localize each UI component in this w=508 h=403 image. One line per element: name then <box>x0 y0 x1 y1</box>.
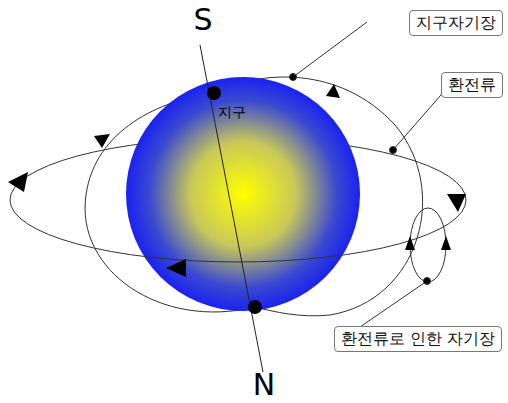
callout-text: 환전류로 인한 자기장 <box>341 329 495 349</box>
callout-box: 환전류 <box>441 72 503 98</box>
callout-box: 환전류로 인한 자기장 <box>334 326 502 352</box>
field-line <box>85 77 423 316</box>
earth-sphere <box>126 77 360 311</box>
ring-current-front <box>10 200 466 262</box>
pole-dot <box>207 86 221 100</box>
arrowheads <box>8 84 466 277</box>
callout-text: 지구자기장 <box>416 13 496 33</box>
callout-text: 환전류 <box>448 75 496 95</box>
earth-label: 지구 <box>218 105 246 119</box>
pole-label: S <box>193 5 212 35</box>
pole-dot <box>248 300 262 314</box>
callout-box: 지구자기장 <box>409 10 503 36</box>
axis-line <box>200 45 263 372</box>
pole-label: N <box>253 370 275 400</box>
induced-field-loop <box>410 208 446 282</box>
leader-lines <box>290 22 448 327</box>
